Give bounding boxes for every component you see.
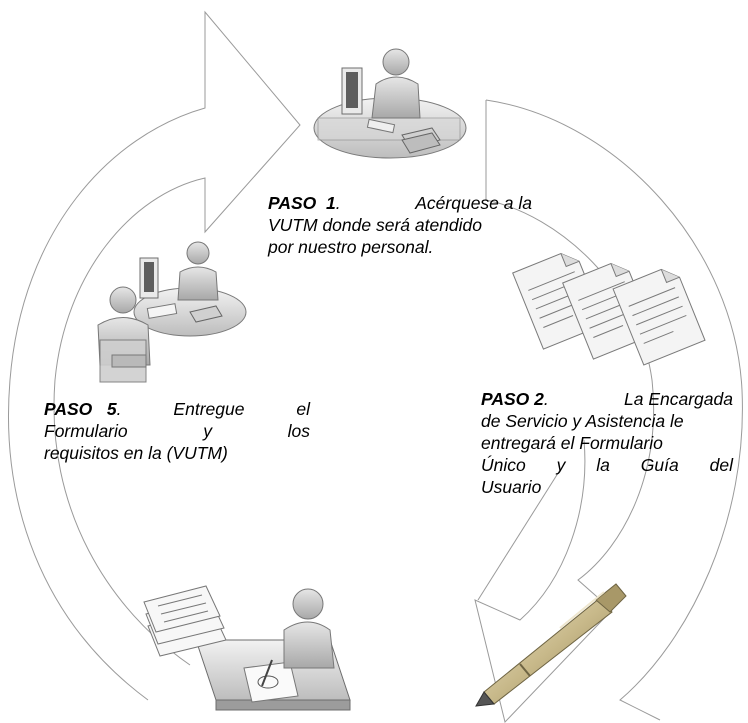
step-1-text: PASO 1. Acérquese a la VUTM donde será a… [268,192,532,258]
pen-icon [475,583,627,707]
cycle-arrow-icon [8,10,743,723]
step-5-number: 5 [106,399,117,419]
step-2-word-guia: Guía [640,455,679,475]
documents-icon [512,253,706,366]
step-5-line-2: Formulario y los [44,420,310,442]
step-2-label: PASO [481,389,530,409]
step-2-word-y: y [556,455,566,475]
step-5-line-3: requisitos en la (VUTM) [44,443,228,463]
step-5-word-y: y [203,421,212,441]
arrow-left-to-top [8,10,301,701]
step-5-text: PASO 5. Entregue el Formulario y los req… [44,398,310,464]
step-1-line-2: VUTM donde será atendido [268,215,483,235]
step-5-word-entregue: Entregue [173,399,245,419]
step-5-line-1: PASO 5. Entregue el [44,399,310,419]
step-2-line-1-text: La Encargada [624,389,733,409]
arrow-bottom-inner [477,469,561,601]
step-5-word-formulario: Formulario [44,421,128,441]
step-1-label: PASO [268,193,317,213]
step-2-line-1: PASO 2. La Encargada [481,389,733,409]
step-2-line-3: entregará el Formulario [481,433,663,453]
step-5-word-los: los [287,421,310,441]
step-2-line-5: Usuario [481,477,542,497]
step-1-line-1-text: Acérquese a la [415,193,532,213]
step-2-word-unico: Único [481,455,526,475]
step-2-word-la: la [596,455,610,475]
arrow-right-to-bottom [474,99,743,723]
step-2-text: PASO 2. La Encargada de Servicio y Asist… [481,388,733,498]
step-5-word-el: el [296,399,310,419]
front-desk-service-icon [97,241,247,383]
step-1-number: 1 [326,193,336,213]
step-1-line-1: PASO 1. Acérquese a la [268,193,532,213]
step-2-line-2: de Servicio y Asistencia le [481,411,684,431]
step-2-number: 2 [534,389,544,409]
reception-desk-icon [313,48,467,159]
step-5-label: PASO [44,399,93,419]
person-writing-form-icon [143,585,351,711]
step-2-line-4: Único y la Guía del [481,454,733,476]
step-1-line-3: por nuestro personal. [268,237,434,257]
step-2-word-del: del [709,455,733,475]
